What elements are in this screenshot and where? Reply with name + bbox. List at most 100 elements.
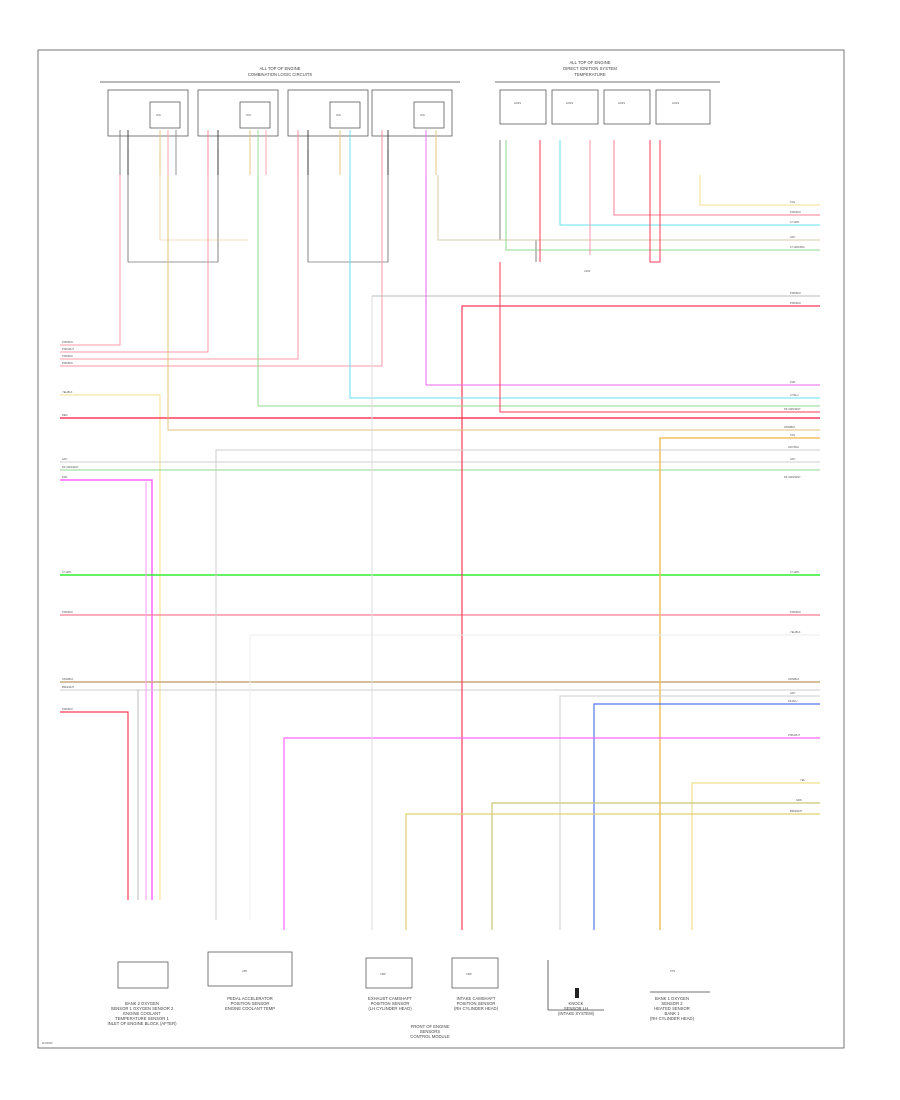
ignition-coil-4-inner: [413, 101, 445, 129]
ignition-coil-1: [107, 89, 189, 137]
left-wire-label: GRY: [62, 457, 68, 461]
left-wire-label: PNK/BLK: [62, 354, 73, 358]
right-wire-label: DK BLU: [788, 699, 797, 703]
right-wire-label: LT GRN/BLK: [790, 245, 805, 249]
caption-c6: SENSOR 2: [661, 1001, 683, 1006]
left-wire-label: ORN/BLK: [62, 677, 74, 681]
caption-c3: EXHAUST CAMSHAFT: [368, 996, 412, 1001]
right-wire-label: PNK/BLK: [790, 291, 801, 295]
caption-c1: INLET OF ENGINE BLOCK (AFTER): [107, 1021, 177, 1026]
coil-bus-green: [499, 140, 537, 262]
ignition-coil-1-label: IGN: [156, 113, 161, 117]
caption-c6: BANK 1 OXYGEN: [655, 996, 689, 1001]
caption-c3: POSITION SENSOR: [371, 1001, 410, 1006]
caption-c6: HEATED SENSOR: [654, 1006, 690, 1011]
right-wire-label: LT BLU: [790, 393, 799, 397]
app-sensor-label: APP: [242, 969, 247, 973]
header-right-title-2: DIRECT IGNITION SYSTEM: [563, 66, 617, 71]
caption-c3: (LH CYLINDER HEAD): [368, 1006, 412, 1011]
left-wire-label: BRN/WHT: [62, 685, 75, 689]
right-harness-wires: [167, 140, 820, 930]
right-wire-labels: TAN PNK/BLK LT GRN GRY LT GRN/BLK PNK/BL…: [784, 200, 805, 813]
right-wire-label: GRY: [790, 235, 796, 239]
header-right-title-3: TEMPERATURE: [574, 72, 606, 77]
caption-c4: (RH CYLINDER HEAD): [454, 1006, 499, 1011]
left-wire-label: LT GRN: [62, 570, 71, 574]
ignition-coil-2-label: IGN: [246, 113, 251, 117]
right-wire-label: LT GRN: [790, 220, 799, 224]
left-wire-label: DK GRN/WHT: [62, 465, 79, 469]
caption-c6: (RH CYLINDER HEAD): [650, 1016, 695, 1021]
right-wire-label: PNK/BLK: [790, 610, 801, 614]
left-wire-label: PNK: [62, 475, 68, 479]
left-wire-label: PNK/BLK: [62, 707, 73, 711]
header-right-title-1: ALL TOP OF ENGINE: [569, 60, 610, 65]
right-wire-label: GRN: [796, 798, 802, 802]
left-wire-label: PNK/BLK: [62, 610, 73, 614]
caption-c1: TEMPERATURE SENSOR 1: [115, 1016, 169, 1021]
caption-c1: BANK 2 OXYGEN: [125, 1001, 159, 1006]
intake-cmp-label: CMP: [466, 972, 472, 976]
caption-c4: INTAKE CAMSHAFT: [456, 996, 495, 1001]
intake-cmp-box: [451, 957, 499, 989]
caption-c6: BANK 1: [665, 1011, 681, 1016]
ignition-coil-2-inner: [239, 101, 271, 129]
left-wire-labels: PNK/BLK PNK/WHT PNK/BLK PNK/BLK YEL/BLK …: [62, 340, 79, 711]
diagram-frame: [37, 49, 845, 1049]
sensor-box-4: [655, 89, 711, 125]
right-wire-label: TAN: [790, 433, 795, 437]
bottom-components: APP CMP CMP TPS: [117, 951, 710, 1011]
coil-stubs: [119, 130, 437, 175]
knock-sensor-icon: [575, 988, 579, 998]
sensor-box-3: [603, 89, 651, 125]
caption-c5: (INTAKE SYSTEM): [558, 1011, 595, 1016]
right-wire-label: YEL: [800, 778, 805, 782]
ignition-coil-3-inner: [329, 101, 361, 129]
right-wire-label: DK GRN/WHT: [784, 475, 801, 479]
ignition-coil-3-label: IGN: [336, 113, 341, 117]
sensor-box-1: [499, 89, 547, 125]
right-wire-label: PNK/BLK: [790, 210, 801, 214]
caption-bottom-center: CONTROL MODULE: [410, 1034, 450, 1039]
left-wire-label: PNK/WHT: [62, 347, 74, 351]
connector-label: C200: [584, 269, 591, 273]
right-wire-label: ORN/BLK: [784, 425, 796, 429]
caption-c2: PEDAL ACCELERATOR: [227, 996, 273, 1001]
ignition-coil-4: [371, 89, 453, 137]
top-right-sensors: HO2S HO2S HO2S HO2S: [499, 89, 711, 125]
right-wire-label: BRN/WHT: [790, 809, 803, 813]
left-harness-wires: [60, 175, 820, 900]
sensor-box-3-label: HO2S: [618, 101, 625, 105]
page-reference: W-00023: [42, 1041, 53, 1045]
right-wire-label: GRY: [790, 457, 796, 461]
caption-c2: POSITION SENSOR: [231, 1001, 270, 1006]
sensor-box-4-label: HO2S: [672, 101, 679, 105]
left-wire-label: PNK/BLK: [62, 361, 73, 365]
component-captions: BANK 2 OXYGEN SENSOR 1 OXYGEN SENSOR 2 E…: [42, 996, 695, 1045]
ignition-coil-4-label: IGN: [420, 113, 425, 117]
ignition-coil-2: [197, 89, 279, 137]
ignition-coil-1-inner: [149, 101, 181, 129]
ignition-coil-3: [287, 89, 369, 137]
tps-label: TPS: [670, 969, 675, 973]
caption-c1: SENSOR 1 OXYGEN SENSOR 2: [111, 1006, 174, 1011]
right-wire-label: ORN/BLK: [788, 677, 800, 681]
caption-bottom-center: FRONT OF ENGINE: [411, 1024, 450, 1029]
right-wire-label: LT GRN: [790, 570, 799, 574]
right-wire-label: PNK/WHT: [788, 733, 800, 737]
sensor-box-1-label: HO2S: [514, 101, 521, 105]
header-left-title-1: ALL TOP OF ENGINE: [259, 66, 300, 71]
caption-c4: POSITION SENSOR: [457, 1001, 496, 1006]
app-sensor-box: [207, 951, 293, 987]
coil-bus-1: [127, 150, 219, 263]
caption-bottom-center: SENSORS: [420, 1029, 441, 1034]
sensor-box-2-label: HO2S: [566, 101, 573, 105]
caption-c5: KNOCK: [569, 1001, 584, 1006]
right-wire-label: YEL/BLK: [790, 630, 801, 634]
right-wire-label: GRY: [790, 691, 796, 695]
exhaust-cmp-box: [365, 957, 413, 989]
sensor-box-2: [551, 89, 599, 125]
right-wire-label: TAN: [790, 200, 795, 204]
right-wire-label: PNK/BLK: [790, 301, 801, 305]
left-wire-label: PNK/BLK: [62, 340, 73, 344]
